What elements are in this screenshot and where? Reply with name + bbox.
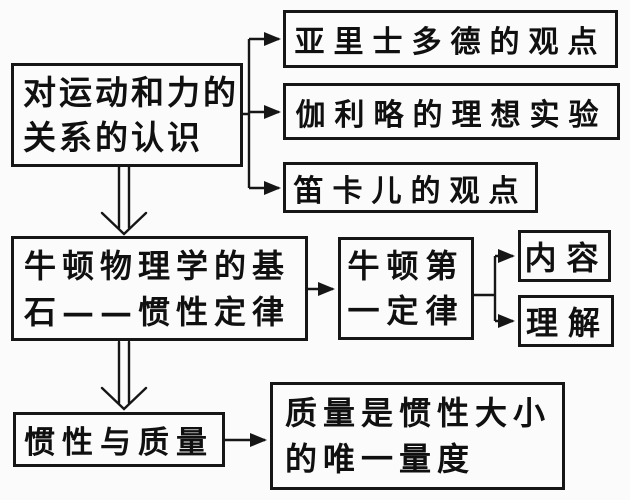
node-newton-physics-foundation: 牛顿物理学的基 石——惯性定律 [11, 236, 308, 341]
node-label-line: 一定律 [347, 291, 465, 330]
node-label: 惯性与质量 [24, 425, 214, 461]
node-inertia-and-mass: 惯性与质量 [13, 412, 225, 467]
double-arrow-understanding-to-foundation-icon [100, 165, 148, 236]
node-understanding-motion-force: 对运动和力的 关系的认识 [11, 63, 243, 167]
node-label-line: 牛顿第 [347, 246, 465, 285]
node-label: 内容 [524, 239, 609, 277]
node-comprehension: 理解 [518, 295, 614, 347]
node-aristotle-viewpoint: 亚里士多德的观点 [283, 10, 618, 68]
node-mass-measure-of-inertia: 质量是惯性大小 的唯一量度 [270, 382, 565, 490]
node-label-line: 对运动和力的 [23, 73, 239, 112]
node-galileo-ideal-experiment: 伽利略的理想实验 [283, 83, 620, 140]
node-label-line: 质量是惯性大小 [285, 394, 552, 432]
node-label-line: 的唯一量度 [285, 440, 476, 478]
node-label: 理解 [525, 304, 610, 342]
node-newton-first-law: 牛顿第 一定律 [338, 237, 474, 340]
node-label: 伽利略的理想实验 [295, 97, 608, 133]
node-label: 亚里士多德的观点 [294, 25, 607, 60]
node-label-line: 石——惯性定律 [24, 292, 291, 331]
node-label: 笛卡儿的观点 [293, 173, 528, 209]
double-arrow-foundation-to-inertiamass-icon [100, 340, 148, 411]
branch-trunk-firstlaw [474, 256, 497, 321]
node-descartes-viewpoint: 笛卡儿的观点 [283, 162, 538, 213]
node-content: 内容 [518, 230, 611, 282]
node-label-line: 关系的认识 [23, 118, 203, 157]
branch-trunk-understanding [243, 39, 251, 188]
node-label-line: 牛顿物理学的基 [24, 246, 291, 285]
